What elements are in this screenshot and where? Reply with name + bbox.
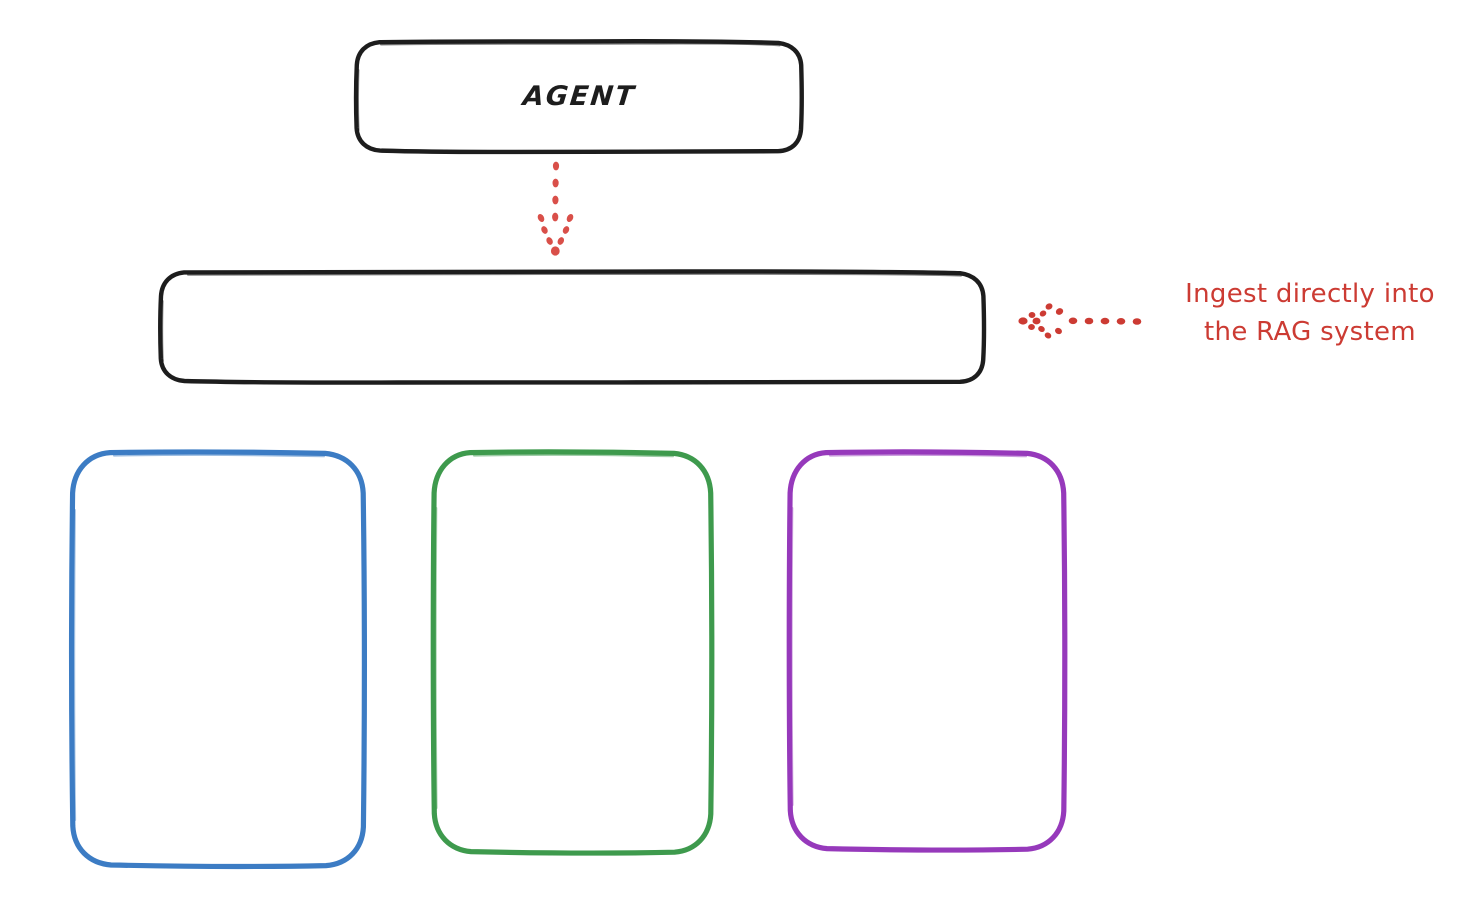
node-relational-io[interactable]: RelationalIO (insert_sql, query_sql) SQL… <box>786 449 1068 853</box>
node-rag-tool-label: RAG Tool <box>509 311 634 343</box>
node-key-value-io[interactable]: KeyValueIO (set_key, delete_key, get) Ke… <box>430 449 715 856</box>
node-agent[interactable]: AGENT <box>353 39 804 155</box>
annotation-ingest-note: Ingest directly into the RAG system <box>1185 279 1435 347</box>
node-vector-io[interactable]: VectorIO (insert_chunks, delete_chunks, … <box>69 449 367 869</box>
node-agent-label: AGENT <box>521 80 637 112</box>
node-key-value-io-label: KeyValueIO (set_key, delete_key, get) Ke… <box>469 571 674 735</box>
connector-ingest-dotted-arrow <box>1018 303 1142 339</box>
node-vector-io-label: VectorIO (insert_chunks, delete_chunks, … <box>121 561 315 758</box>
node-relational-io-label: RelationalIO (insert_sql, query_sql) SQL… <box>849 569 1003 733</box>
connector-agent-to-rag-tool-dotted-arrow <box>537 161 574 256</box>
node-rag-tool[interactable]: RAG Tool <box>158 269 987 385</box>
